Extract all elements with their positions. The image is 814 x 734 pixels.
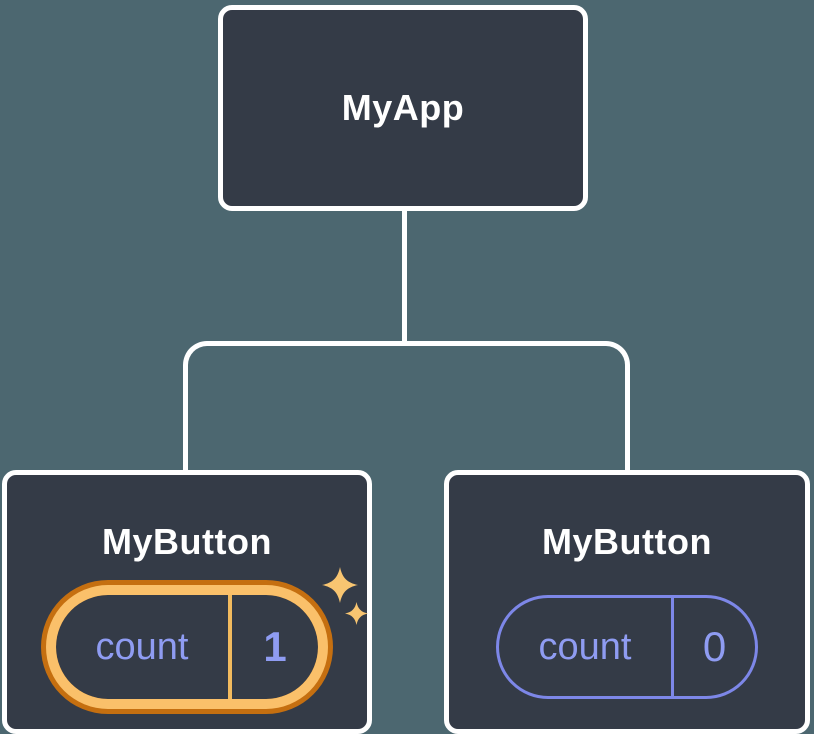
state-badge-wrapper: count 0 bbox=[496, 595, 758, 699]
sparkle-small-icon bbox=[345, 602, 368, 625]
state-value: 1 bbox=[228, 595, 318, 699]
state-key-label: count bbox=[538, 625, 632, 668]
state-badge-plain: count 0 bbox=[496, 595, 758, 699]
root-component-node: MyApp bbox=[218, 5, 588, 211]
tree-connector-branch bbox=[183, 341, 630, 470]
root-node-label: MyApp bbox=[341, 87, 465, 128]
sparkle-large-icon bbox=[322, 567, 358, 603]
state-badge-wrapper: count 1 bbox=[56, 567, 368, 699]
child-component-node-left: MyButton count 1 bbox=[2, 470, 372, 734]
child-node-label: MyButton bbox=[542, 521, 712, 562]
child-component-node-right: MyButton count 0 bbox=[444, 470, 810, 734]
state-badge-highlighted: count 1 bbox=[56, 595, 318, 699]
state-key-label: count bbox=[95, 625, 189, 668]
tree-connector-stem bbox=[402, 211, 407, 346]
child-node-label: MyButton bbox=[102, 521, 272, 562]
state-value: 0 bbox=[671, 598, 755, 696]
